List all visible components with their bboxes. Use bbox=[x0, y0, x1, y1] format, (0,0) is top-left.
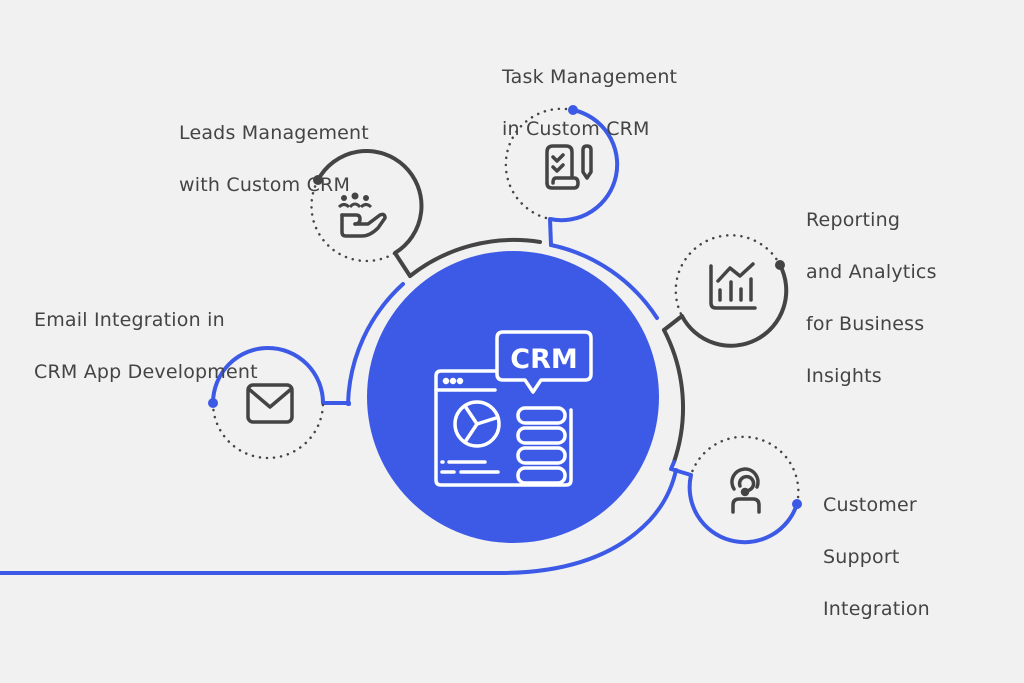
label-line: Insights bbox=[806, 365, 882, 387]
node-task bbox=[504, 105, 620, 247]
label-line: and Analytics bbox=[806, 261, 937, 283]
node-customer-arc bbox=[669, 460, 799, 545]
node-task-endpoint bbox=[568, 105, 578, 115]
node-task-dotted-arc bbox=[504, 107, 575, 221]
ring-segment-top-gray bbox=[408, 238, 542, 278]
label-line: with Custom CRM bbox=[179, 174, 351, 196]
crm-speech-bubble bbox=[495, 330, 593, 394]
label-line: Support bbox=[823, 546, 900, 568]
email-envelope-icon bbox=[246, 383, 294, 424]
node-leads-arc bbox=[316, 149, 424, 278]
label-customer-support: Customer Support Integration bbox=[823, 466, 930, 648]
node-email-dotted-arc bbox=[211, 401, 325, 460]
ring-segment-left bbox=[346, 282, 405, 406]
database-stack-icon bbox=[516, 406, 567, 485]
customer-support-headset-icon bbox=[730, 467, 761, 514]
label-line: Task Management bbox=[502, 66, 678, 88]
node-reporting-endpoint bbox=[775, 260, 785, 270]
node-leads-dotted-arc bbox=[310, 178, 397, 263]
node-email-arc bbox=[211, 346, 351, 406]
label-line: Email Integration in bbox=[34, 309, 225, 331]
text-lines bbox=[440, 460, 500, 474]
label-line: Integration bbox=[823, 598, 930, 620]
center-circle bbox=[367, 251, 659, 543]
node-customer-endpoint bbox=[792, 499, 802, 509]
node-task-arc bbox=[548, 108, 620, 247]
label-email-integration: Email Integration in CRM App Development bbox=[34, 281, 258, 411]
label-line: Leads Management bbox=[179, 122, 369, 144]
label-leads-management: Leads Management with Custom CRM bbox=[179, 94, 369, 224]
label-task-management: Task Management in Custom CRM bbox=[502, 38, 677, 168]
node-leads-endpoint bbox=[313, 175, 323, 185]
baseline-connector bbox=[0, 468, 678, 575]
leads-hand-people-icon bbox=[337, 192, 387, 238]
node-reporting-arc bbox=[662, 263, 789, 348]
label-reporting-analytics: Reporting and Analytics for Business Ins… bbox=[806, 181, 937, 415]
node-customer bbox=[669, 435, 802, 545]
label-line: Reporting bbox=[806, 209, 901, 231]
node-reporting-dotted-arc bbox=[674, 234, 782, 318]
node-reporting bbox=[662, 234, 789, 348]
ring-segment-right-gray bbox=[662, 328, 686, 464]
node-leads bbox=[310, 149, 424, 278]
crm-dashboard-icon bbox=[434, 330, 593, 487]
pie-chart-icon bbox=[453, 400, 501, 448]
node-email bbox=[208, 346, 351, 460]
label-line: in Custom CRM bbox=[502, 118, 650, 140]
task-checklist-icon bbox=[545, 144, 593, 190]
label-line: CRM App Development bbox=[34, 361, 258, 383]
analytics-chart-icon bbox=[709, 262, 757, 310]
label-line: for Business bbox=[806, 313, 925, 335]
label-line: Customer bbox=[823, 494, 917, 516]
node-email-endpoint bbox=[208, 398, 218, 408]
ring-segment-top-right-blue bbox=[549, 243, 659, 320]
crm-window-frame bbox=[434, 369, 573, 487]
crm-badge-text: CRM bbox=[510, 344, 577, 375]
